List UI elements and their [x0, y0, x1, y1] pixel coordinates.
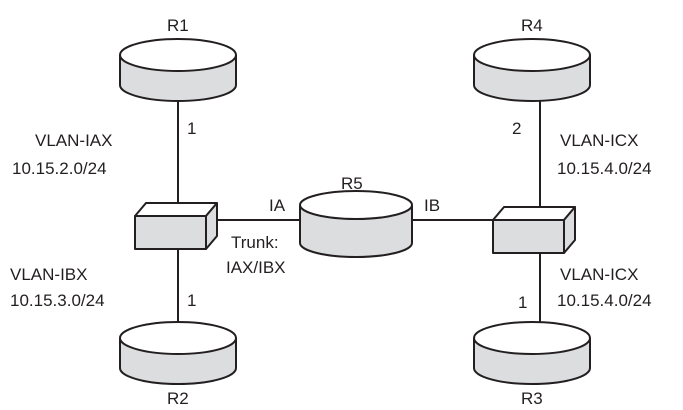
vlan-ibx-subnet: 10.15.3.0/24: [10, 291, 105, 310]
r5-interface-ib: IB: [424, 196, 440, 215]
router-r3-label: R3: [521, 389, 543, 408]
r1-port-label: 1: [187, 119, 196, 138]
router-r1-label: R1: [167, 16, 189, 35]
links: [177, 100, 541, 335]
vlan-icx-top-name: VLAN-ICX: [560, 131, 638, 150]
vlan-iax-name: VLAN-IAX: [35, 131, 112, 150]
vlan-icx-top-subnet: 10.15.4.0/24: [557, 159, 652, 178]
trunk-label-line1: Trunk:: [231, 233, 279, 252]
switch-left: [134, 202, 218, 250]
router-r2: [119, 321, 237, 385]
trunk-label-line2: IAX/IBX: [226, 258, 286, 277]
router-r4-label: R4: [521, 16, 543, 35]
vlan-icx-bottom-name: VLAN-ICX: [560, 265, 638, 284]
router-r1: [119, 38, 237, 102]
vlan-iax-subnet: 10.15.2.0/24: [12, 159, 107, 178]
vlan-ibx-name: VLAN-IBX: [10, 265, 87, 284]
router-r5-label: R5: [341, 174, 363, 193]
vlan-icx-bottom-subnet: 10.15.4.0/24: [557, 291, 652, 310]
router-r3: [473, 321, 591, 385]
switch-right: [492, 206, 576, 254]
r4-port-label: 2: [512, 119, 521, 138]
r2-port-label: 1: [187, 291, 196, 310]
router-r5: [299, 190, 413, 258]
r3-port-label: 1: [518, 293, 527, 312]
router-r2-label: R2: [167, 389, 189, 408]
r5-interface-ia: IA: [269, 196, 286, 215]
router-r4: [473, 38, 591, 102]
